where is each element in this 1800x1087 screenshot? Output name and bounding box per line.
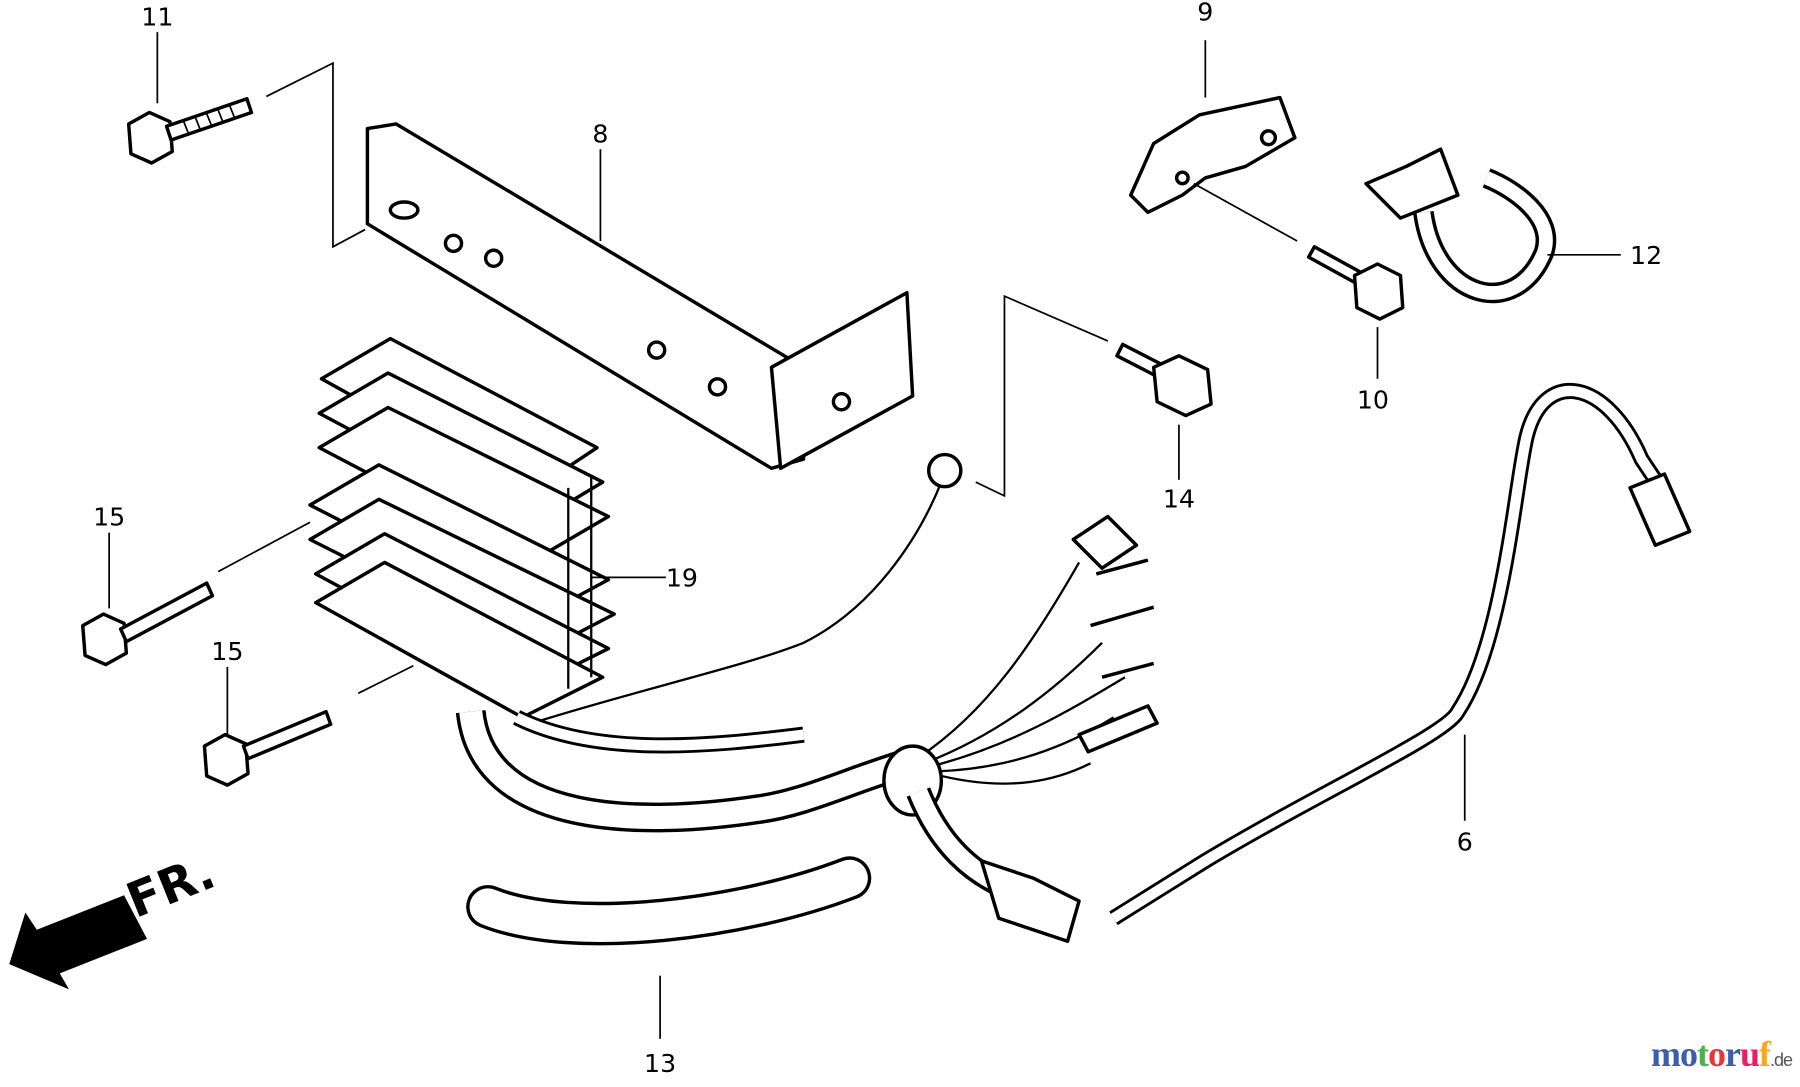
bolt-11 (126, 96, 254, 165)
clip-9 (1128, 95, 1297, 215)
logo-letter: o (1707, 1034, 1726, 1074)
logo-letter: m (1650, 1034, 1681, 1074)
bolt-15-upper (81, 581, 215, 667)
motoruf-logo: motoruf.de (1650, 1033, 1793, 1075)
regulator-19 (308, 336, 616, 720)
cable-6 (1109, 383, 1692, 926)
logo-letter: t (1696, 1034, 1709, 1074)
callout-6: 6 (1457, 828, 1473, 857)
callout-12: 12 (1630, 241, 1662, 270)
callout-19: 19 (666, 564, 698, 593)
logo-letter: f (1758, 1034, 1771, 1074)
callout-15-upper: 15 (93, 503, 125, 532)
callout-11: 11 (141, 2, 173, 31)
logo-text: motoruf (1650, 1034, 1771, 1074)
callout-9: 9 (1197, 0, 1213, 27)
bolt-14 (1115, 342, 1213, 418)
logo-letter: u (1739, 1034, 1760, 1074)
logo-letter: r (1724, 1034, 1741, 1074)
callout-10: 10 (1357, 386, 1389, 415)
bracket-8 (365, 122, 915, 471)
front-label: FR. (119, 844, 223, 929)
callout-13: 13 (644, 1049, 676, 1078)
logo-letter: o (1679, 1034, 1698, 1074)
callout-8: 8 (592, 119, 608, 148)
callout-14: 14 (1163, 484, 1195, 513)
band-12 (1364, 147, 1557, 304)
front-direction-arrow: FR. (9, 844, 223, 990)
bolt-10 (1306, 245, 1405, 321)
callout-15-lower: 15 (211, 637, 243, 666)
wire-harness (455, 452, 1159, 943)
bolt-15-lower (202, 709, 333, 787)
logo-suffix: .de (1769, 1050, 1793, 1070)
